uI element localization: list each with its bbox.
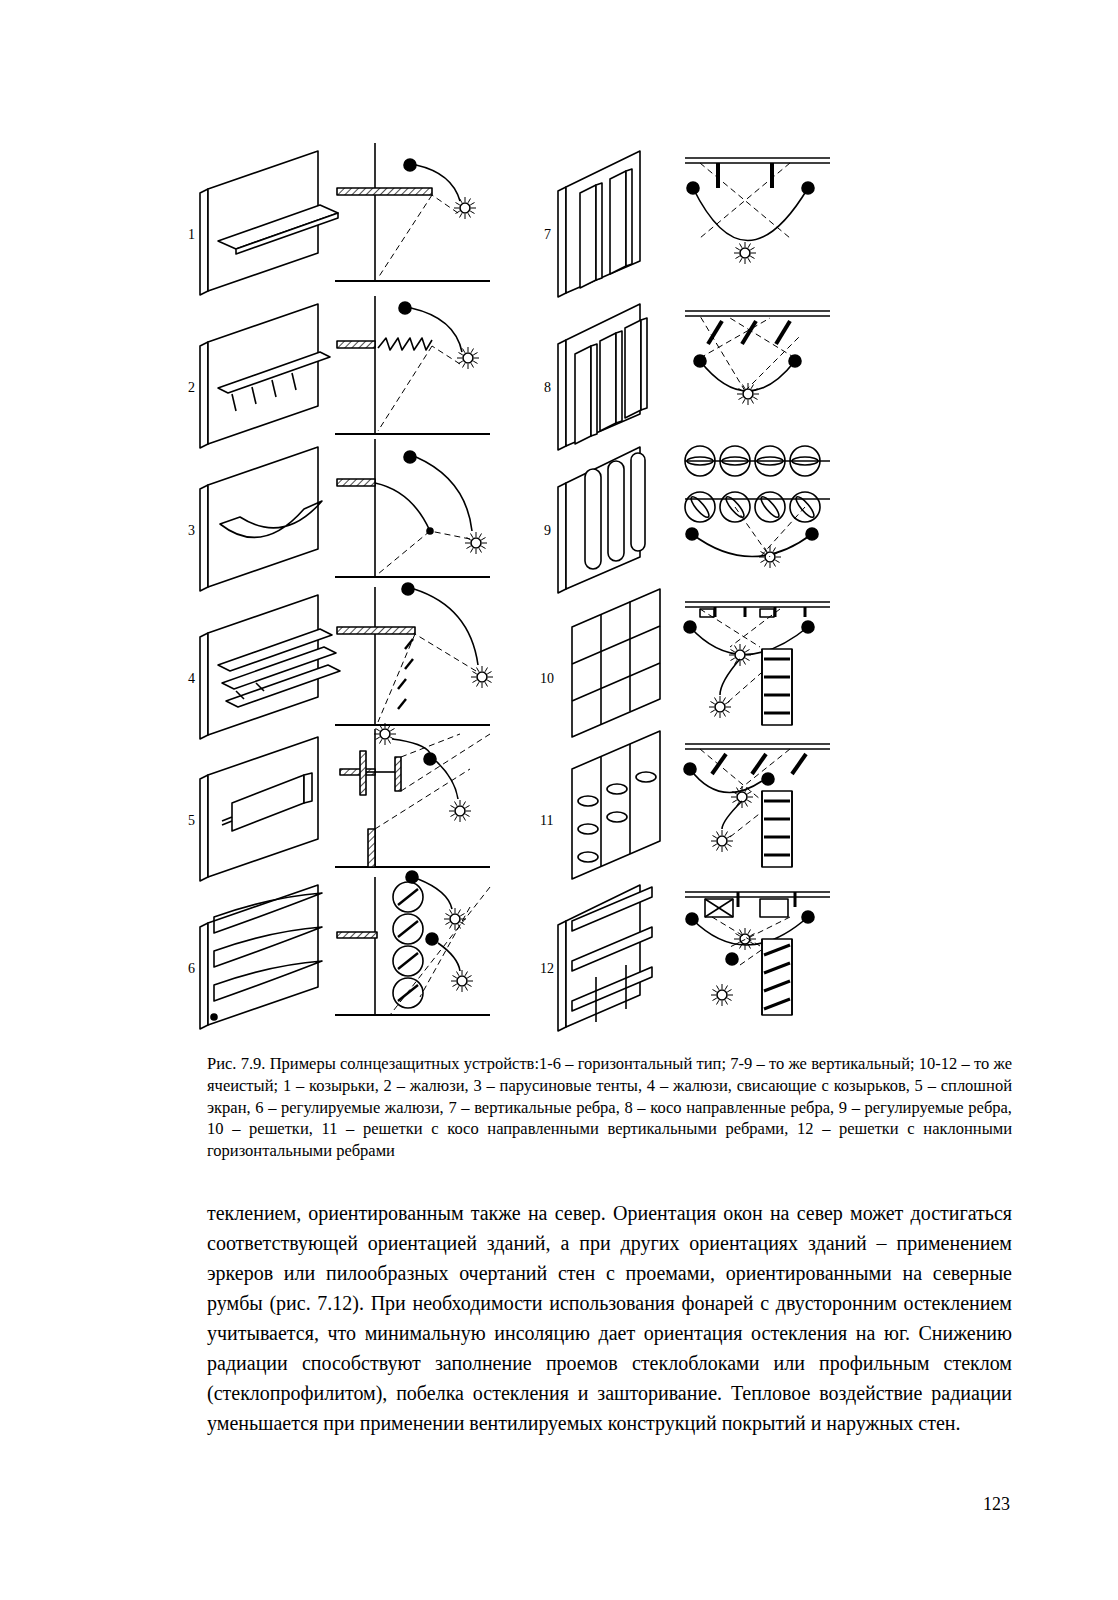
figure-number: 12	[538, 961, 556, 977]
figure-caption: Рис. 7.9. Примеры солнцезащитных устройс…	[207, 1053, 1012, 1162]
figure-number: 3	[186, 523, 197, 539]
figure-number: 8	[542, 380, 553, 396]
page-number: 123	[983, 1493, 1010, 1515]
figure-number: 2	[186, 380, 197, 396]
figure-number: 9	[542, 523, 553, 539]
figure-number: 10	[538, 671, 556, 687]
figure-number: 1	[186, 227, 197, 243]
figure-number: 11	[538, 813, 555, 829]
body-text: теклением, ориентированным также на севе…	[207, 1198, 1012, 1438]
figure-number: 6	[186, 961, 197, 977]
figure-number: 5	[186, 813, 197, 829]
figure-number: 4	[186, 671, 197, 687]
figure-number: 7	[542, 227, 553, 243]
